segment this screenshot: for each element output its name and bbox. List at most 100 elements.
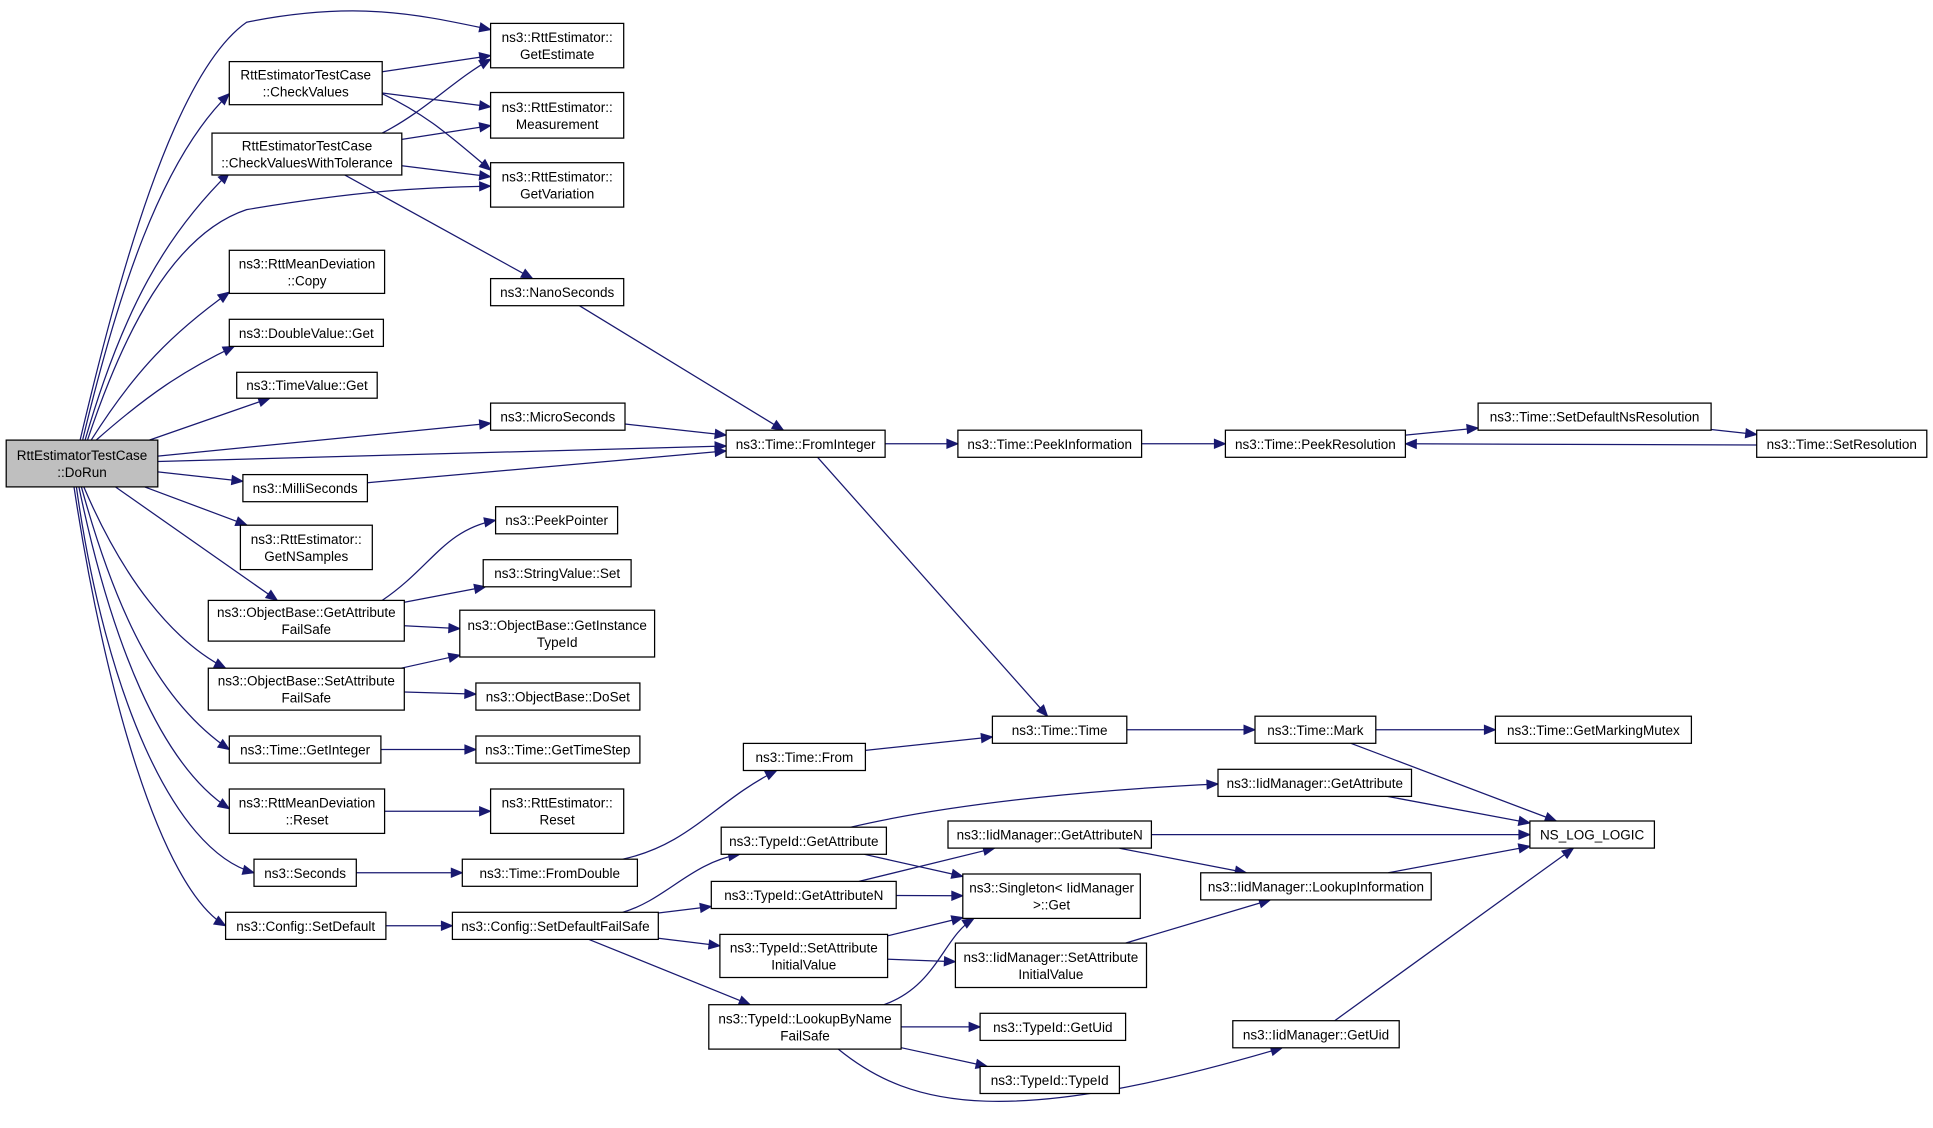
node-typeidgetuid[interactable]: ns3::TypeId::GetUid (979, 1012, 1127, 1042)
call-edge-dorun-to-getestimate (79, 10, 492, 441)
node-label-line: GetEstimate (520, 47, 594, 62)
node-label-line: ns3::Time::From (756, 750, 854, 765)
node-iidsetattrinit[interactable]: ns3::IidManager::SetAttributeInitialValu… (954, 942, 1148, 989)
call-edge-frominteger-to-timetime (817, 456, 1049, 718)
node-stringvalueset[interactable]: ns3::StringValue::Set (482, 559, 632, 588)
node-typeidgetattribute[interactable]: ns3::TypeId::GetAttribute (720, 826, 888, 855)
node-meancopy[interactable]: ns3::RttMeanDeviation::Copy (228, 249, 386, 295)
call-edge-getattrfailsafe-to-stringvalueset (404, 583, 487, 603)
node-checkvalues[interactable]: RttEstimatorTestCase::CheckValues (228, 60, 383, 106)
node-doubleget[interactable]: ns3::DoubleValue::Get (228, 318, 385, 348)
node-setresolution[interactable]: ns3::Time::SetResolution (1756, 429, 1928, 458)
node-getnsamples[interactable]: ns3::RttEstimator::GetNSamples (239, 524, 373, 571)
node-label-line: RttEstimatorTestCase (17, 448, 148, 463)
node-nanoseconds[interactable]: ns3::NanoSeconds (489, 277, 625, 307)
node-estreset[interactable]: ns3::RttEstimator::Reset (489, 788, 625, 835)
node-typeidgetattributen[interactable]: ns3::TypeId::GetAttributeN (710, 880, 897, 910)
node-iidgetuid[interactable]: ns3::IidManager::GetUid (1232, 1020, 1400, 1049)
node-measurement[interactable]: ns3::RttEstimator::Measurement (489, 91, 625, 139)
node-label-line: ns3::PeekPointer (505, 513, 608, 528)
node-label-line: ::Reset (286, 813, 329, 828)
call-edge-dorun-to-seconds (75, 486, 256, 875)
node-label-line: ns3::RttEstimator:: (502, 796, 613, 811)
node-singletonget[interactable]: ns3::Singleton< IidManager>::Get (962, 873, 1141, 920)
node-meanreset[interactable]: ns3::RttMeanDeviation::Reset (228, 788, 386, 835)
node-iidgetattributen[interactable]: ns3::IidManager::GetAttributeN (947, 820, 1153, 849)
node-nslog[interactable]: NS_LOG_LOGIC (1529, 820, 1656, 849)
node-label-line: ns3::RttEstimator:: (502, 169, 613, 184)
node-peekresolution[interactable]: ns3::Time::PeekResolution (1224, 429, 1407, 458)
node-label-line: GetNSamples (264, 549, 348, 564)
call-edge-dorun-to-milliseconds (157, 471, 245, 486)
node-dorun[interactable]: RttEstimatorTestCase::DoRun (5, 439, 159, 488)
node-peekpointer[interactable]: ns3::PeekPointer (494, 506, 619, 535)
node-iidgetattribute[interactable]: ns3::IidManager::GetAttribute (1217, 768, 1413, 798)
node-iidlookupinfo[interactable]: ns3::IidManager::LookupInformation (1200, 872, 1432, 901)
node-label-line: ns3::ObjectBase::DoSet (486, 690, 630, 705)
call-edge-iidgetattribute-to-nslog (1387, 795, 1532, 827)
call-edge-setattrfailsafe-to-getinstancetypeid (400, 652, 462, 669)
call-edge-dorun-to-configsetdefault (73, 486, 227, 927)
node-milliseconds[interactable]: ns3::MilliSeconds (242, 473, 369, 503)
node-getestimate[interactable]: ns3::RttEstimator::GetEstimate (489, 22, 625, 69)
node-timegetinteger[interactable]: ns3::Time::GetInteger (228, 735, 382, 764)
node-label-line: Reset (540, 813, 576, 828)
call-nodes: RttEstimatorTestCase::DoRunRttEstimatorT… (5, 22, 1928, 1095)
call-edge-typeidsetattrinit-to-iidsetattrinit (887, 956, 957, 967)
node-frominteger[interactable]: ns3::Time::FromInteger (725, 429, 886, 458)
call-edge-iidlookupinfo-to-nslog (1388, 843, 1532, 874)
node-peekinformation[interactable]: ns3::Time::PeekInformation (957, 429, 1143, 458)
call-edge-iidsetattrinit-to-iidlookupinfo (1125, 898, 1272, 944)
call-edge-getattrfailsafe-to-peekpointer (381, 517, 497, 601)
node-setdefaultnsres[interactable]: ns3::Time::SetDefaultNsResolution (1477, 402, 1712, 431)
node-timefrom[interactable]: ns3::Time::From (742, 742, 867, 772)
node-doset[interactable]: ns3::ObjectBase::DoSet (475, 682, 641, 711)
node-fromdouble[interactable]: ns3::Time::FromDouble (461, 858, 639, 887)
node-getvariation[interactable]: ns3::RttEstimator::GetVariation (489, 162, 625, 208)
call-edge-configsetdefault-to-setdefaultfailsafe (385, 920, 454, 932)
node-typeidtypeid[interactable]: ns3::TypeId::TypeId (979, 1065, 1121, 1095)
node-label-line: ns3::Config::SetDefault (236, 919, 375, 934)
node-label-line: ns3::ObjectBase::GetAttribute (217, 605, 396, 620)
node-label-line: ns3::Seconds (264, 866, 346, 881)
node-timevalueget[interactable]: ns3::TimeValue::Get (236, 371, 378, 399)
node-timemark[interactable]: ns3::Time::Mark (1254, 715, 1377, 744)
call-edge-lookupbyname-to-typeidgetuid (901, 1021, 982, 1033)
call-edge-dorun-to-meanreset (78, 486, 231, 810)
node-setdefaultfailsafe[interactable]: ns3::Config::SetDefaultFailSafe (451, 911, 659, 941)
node-label-line: ns3::Time::FromInteger (736, 437, 876, 452)
call-edge-nanoseconds-to-frominteger (579, 305, 785, 431)
node-label-line: ns3::Time::SetDefaultNsResolution (1490, 410, 1700, 425)
node-label-line: ns3::IidManager::GetAttribute (1227, 776, 1403, 791)
node-microseconds[interactable]: ns3::MicroSeconds (489, 402, 626, 431)
call-edge-lookupbyname-to-typeidtypeid (901, 1047, 989, 1070)
node-label-line: ns3::IidManager::LookupInformation (1208, 879, 1424, 894)
node-label-line: TypeId (537, 635, 578, 650)
node-configsetdefault[interactable]: ns3::Config::SetDefault (224, 911, 387, 941)
node-label-line: ns3::ObjectBase::GetInstance (468, 618, 647, 633)
call-edge-setattrfailsafe-to-doset (404, 688, 478, 700)
node-label-line: ns3::RttMeanDeviation (239, 796, 376, 811)
node-label-line: ns3::Singleton< IidManager (969, 881, 1134, 896)
node-label-line: ns3::MicroSeconds (500, 410, 615, 425)
call-edge-setdefaultfailsafe-to-lookupbyname (588, 938, 752, 1006)
node-label-line: ns3::RttEstimator:: (502, 100, 613, 115)
call-edge-peekresolution-to-setdefaultnsres (1405, 423, 1480, 436)
call-edge-setresolution-to-peekresolution (1404, 438, 1757, 450)
node-label-line: ns3::RttEstimator:: (502, 30, 613, 45)
node-getmarkingmutex[interactable]: ns3::Time::GetMarkingMutex (1494, 715, 1693, 744)
node-gettimestep[interactable]: ns3::Time::GetTimeStep (475, 735, 641, 764)
node-checkvaluestol[interactable]: RttEstimatorTestCase::CheckValuesWithTol… (211, 132, 403, 176)
node-label-line: FailSafe (780, 1028, 830, 1043)
node-seconds[interactable]: ns3::Seconds (253, 858, 357, 887)
node-timetime[interactable]: ns3::Time::Time (991, 715, 1128, 744)
node-label-line: ns3::Time::FromDouble (480, 866, 621, 881)
call-edge-checkvaluestol-to-getestimate (381, 58, 492, 134)
node-label-line: ns3::NanoSeconds (500, 285, 614, 300)
